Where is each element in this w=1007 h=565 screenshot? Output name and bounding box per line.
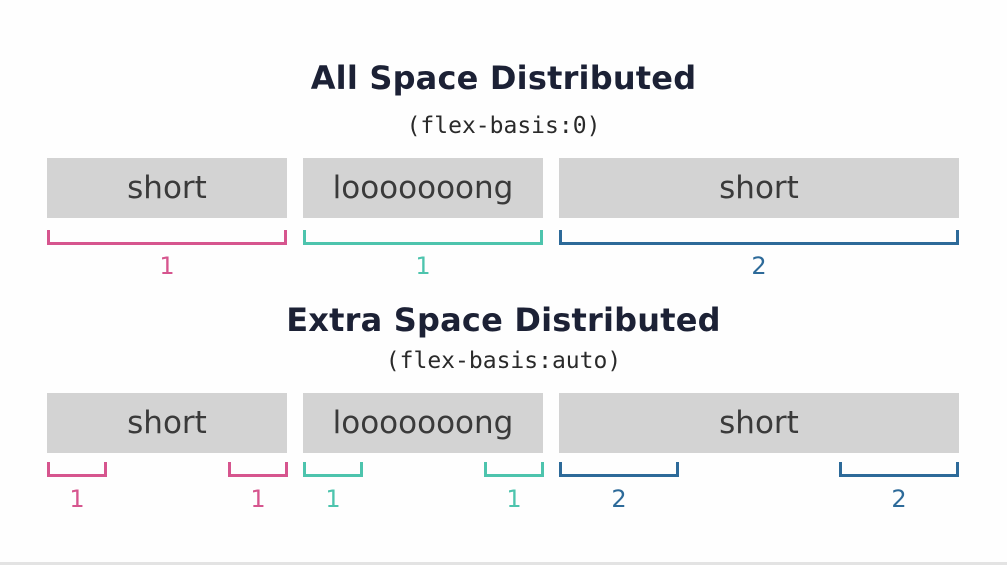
bottom-subtitle: (flex-basis:auto) [385, 348, 622, 374]
top-title: All Space Distributed [310, 59, 697, 97]
bottom-item-3-right-bracket [839, 462, 959, 477]
top-item-1-bracket [47, 230, 287, 245]
bottom-divider [0, 562, 1007, 565]
bottom-item-3-left-grow: 2 [611, 485, 627, 513]
bottom-item-3-left-bracket [559, 462, 679, 477]
bottom-title: Extra Space Distributed [286, 301, 721, 339]
bottom-item-1-right-bracket [228, 462, 288, 477]
bottom-item-1-left-grow: 1 [69, 485, 85, 513]
top-item-2-bracket [303, 230, 543, 245]
top-item-2-box: looooooong [303, 158, 543, 218]
top-item-3-box: short [559, 158, 959, 218]
bottom-item-2-right-grow: 1 [506, 485, 522, 513]
top-item-1-grow: 1 [159, 252, 175, 280]
bottom-item-1-left-bracket [47, 462, 107, 477]
bottom-item-2-right-bracket [484, 462, 544, 477]
top-subtitle: (flex-basis:0) [406, 113, 601, 139]
bottom-item-1-box: short [47, 393, 287, 453]
bottom-item-3-box: short [559, 393, 959, 453]
top-item-1-box: short [47, 158, 287, 218]
top-item-3-grow: 2 [751, 252, 767, 280]
bottom-item-2-left-bracket [303, 462, 363, 477]
bottom-item-2-left-grow: 1 [325, 485, 341, 513]
bottom-item-2-box: looooooong [303, 393, 543, 453]
top-item-3-bracket [559, 230, 959, 245]
bottom-item-1-right-grow: 1 [250, 485, 266, 513]
bottom-item-3-right-grow: 2 [891, 485, 907, 513]
top-item-2-grow: 1 [415, 252, 431, 280]
